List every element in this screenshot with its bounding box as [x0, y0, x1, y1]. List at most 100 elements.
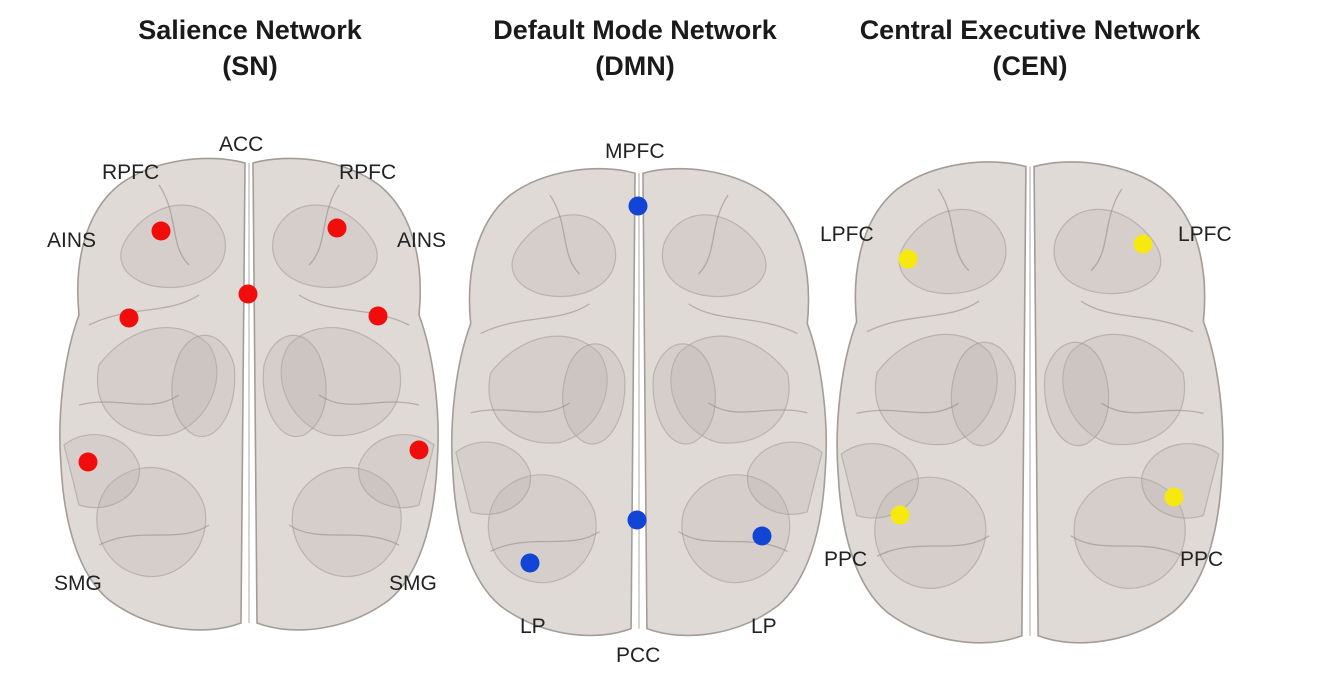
- region-label-lpfc-right: LPFC: [1178, 223, 1232, 246]
- brain-sulcus: [1070, 535, 1184, 557]
- right-hemisphere: [1033, 161, 1224, 644]
- region-label-ains-left: AINS: [47, 229, 97, 252]
- left-hemisphere: [451, 167, 636, 637]
- brain-structure: [96, 327, 218, 437]
- brain-sulcus: [158, 184, 190, 266]
- network-abbr: (DMN): [595, 51, 675, 81]
- brain-structure: [562, 343, 626, 445]
- panel-default-mode-network: Default Mode Network (DMN) MPFC LP LP PC…: [430, 0, 840, 693]
- region-label-rpfc-left: RPFC: [102, 161, 160, 184]
- region-dot: [409, 440, 429, 460]
- region-label-lp-left: LP: [520, 615, 546, 638]
- brain-structure: [1053, 208, 1162, 295]
- brain-structure: [874, 333, 998, 446]
- region-label-lp-right: LP: [751, 615, 777, 638]
- region-dot: [890, 505, 910, 525]
- region-label-smg-left: SMG: [54, 572, 102, 595]
- region-label-ppc-left: PPC: [824, 548, 868, 571]
- brain-structure: [96, 467, 207, 578]
- brain-sulcus: [937, 188, 970, 272]
- brain-structure: [746, 441, 823, 515]
- brain-structure: [681, 474, 791, 584]
- panel-title: Central Executive Network (CEN): [810, 12, 1250, 84]
- panel-central-executive-network: Central Executive Network (CEN) LPFC LPF…: [810, 0, 1250, 693]
- brain-sulcus: [688, 303, 798, 335]
- brain-sulcus: [480, 303, 590, 335]
- region-label-pcc: PCC: [616, 644, 661, 667]
- brain-structure: [511, 214, 617, 298]
- brain-sulcus: [318, 394, 420, 406]
- brain-structure: [1073, 476, 1186, 589]
- brain-sulcus: [856, 402, 959, 415]
- brain-sulcus: [697, 194, 729, 275]
- brain-sulcus: [1090, 188, 1123, 272]
- brain-sulcus: [288, 524, 400, 546]
- region-label-lpfc-left: LPFC: [820, 223, 874, 246]
- region-dot: [752, 526, 772, 546]
- region-dot: [1164, 487, 1184, 507]
- region-dot: [368, 306, 388, 326]
- region-label-ppc-right: PPC: [1180, 548, 1224, 571]
- brain-structure: [1062, 333, 1186, 446]
- region-label-ains-right: AINS: [397, 229, 447, 252]
- right-hemisphere: [642, 167, 827, 637]
- region-dot: [898, 249, 918, 269]
- panel-title: Salience Network (SN): [0, 12, 500, 84]
- region-label-rpfc-right: RPFC: [339, 161, 397, 184]
- region-dot: [628, 196, 648, 216]
- brain-structure: [171, 334, 236, 438]
- brain-sulcus: [876, 535, 990, 557]
- brain-illustration: [59, 157, 439, 631]
- brain-structure: [840, 442, 919, 519]
- brain-group: [59, 157, 439, 631]
- brain-sulcus: [678, 531, 788, 552]
- brain-structure: [874, 476, 987, 589]
- panel-salience-network: Salience Network (SN) ACC RPFC RPFC AINS…: [0, 0, 500, 693]
- brain-sulcus: [1101, 402, 1204, 415]
- brain-structure: [291, 467, 402, 578]
- brain-structure: [488, 335, 608, 444]
- brain-sulcus: [549, 194, 581, 275]
- brain-structure: [1043, 341, 1110, 447]
- brain-sulcus: [470, 402, 571, 414]
- brain-structure: [1141, 442, 1220, 519]
- brain-structure: [63, 434, 141, 509]
- brain-sulcus: [308, 184, 340, 266]
- region-label-smg-right: SMG: [389, 572, 437, 595]
- brain-sulcus: [98, 524, 210, 546]
- brain-sulcus: [78, 394, 180, 406]
- brain-structure: [272, 204, 378, 289]
- right-hemisphere: [252, 157, 439, 631]
- brain-structure: [487, 474, 597, 584]
- brain-structure: [950, 341, 1017, 447]
- brain-structure: [670, 335, 790, 444]
- network-name: Salience Network: [138, 15, 362, 45]
- brain-structure: [280, 327, 402, 437]
- left-hemisphere: [59, 157, 246, 631]
- brain-sulcus: [298, 294, 410, 326]
- brain-structure: [652, 343, 716, 445]
- region-dot: [520, 553, 540, 573]
- region-dot: [1133, 234, 1153, 254]
- brain-sulcus: [1080, 300, 1194, 333]
- brain-sulcus: [88, 294, 200, 326]
- region-dot: [119, 308, 139, 328]
- region-dot: [78, 452, 98, 472]
- region-dot: [327, 218, 347, 238]
- brain-structure: [455, 441, 532, 515]
- brain-sulcus: [866, 300, 980, 333]
- brain-structure: [262, 334, 327, 438]
- brain-structure: [120, 204, 226, 289]
- region-label-mpfc: MPFC: [605, 140, 665, 163]
- region-label-acc: ACC: [219, 133, 264, 156]
- brain-structure: [898, 208, 1007, 295]
- brain-group: [451, 167, 827, 637]
- brain-illustration: [836, 161, 1224, 644]
- brain-group: [836, 161, 1224, 644]
- region-dot: [238, 284, 258, 304]
- panel-title: Default Mode Network (DMN): [430, 12, 840, 84]
- brain-sulcus: [707, 402, 808, 414]
- network-name: Default Mode Network: [493, 15, 777, 45]
- brain-structure: [661, 214, 767, 298]
- brain-illustration: [451, 167, 827, 637]
